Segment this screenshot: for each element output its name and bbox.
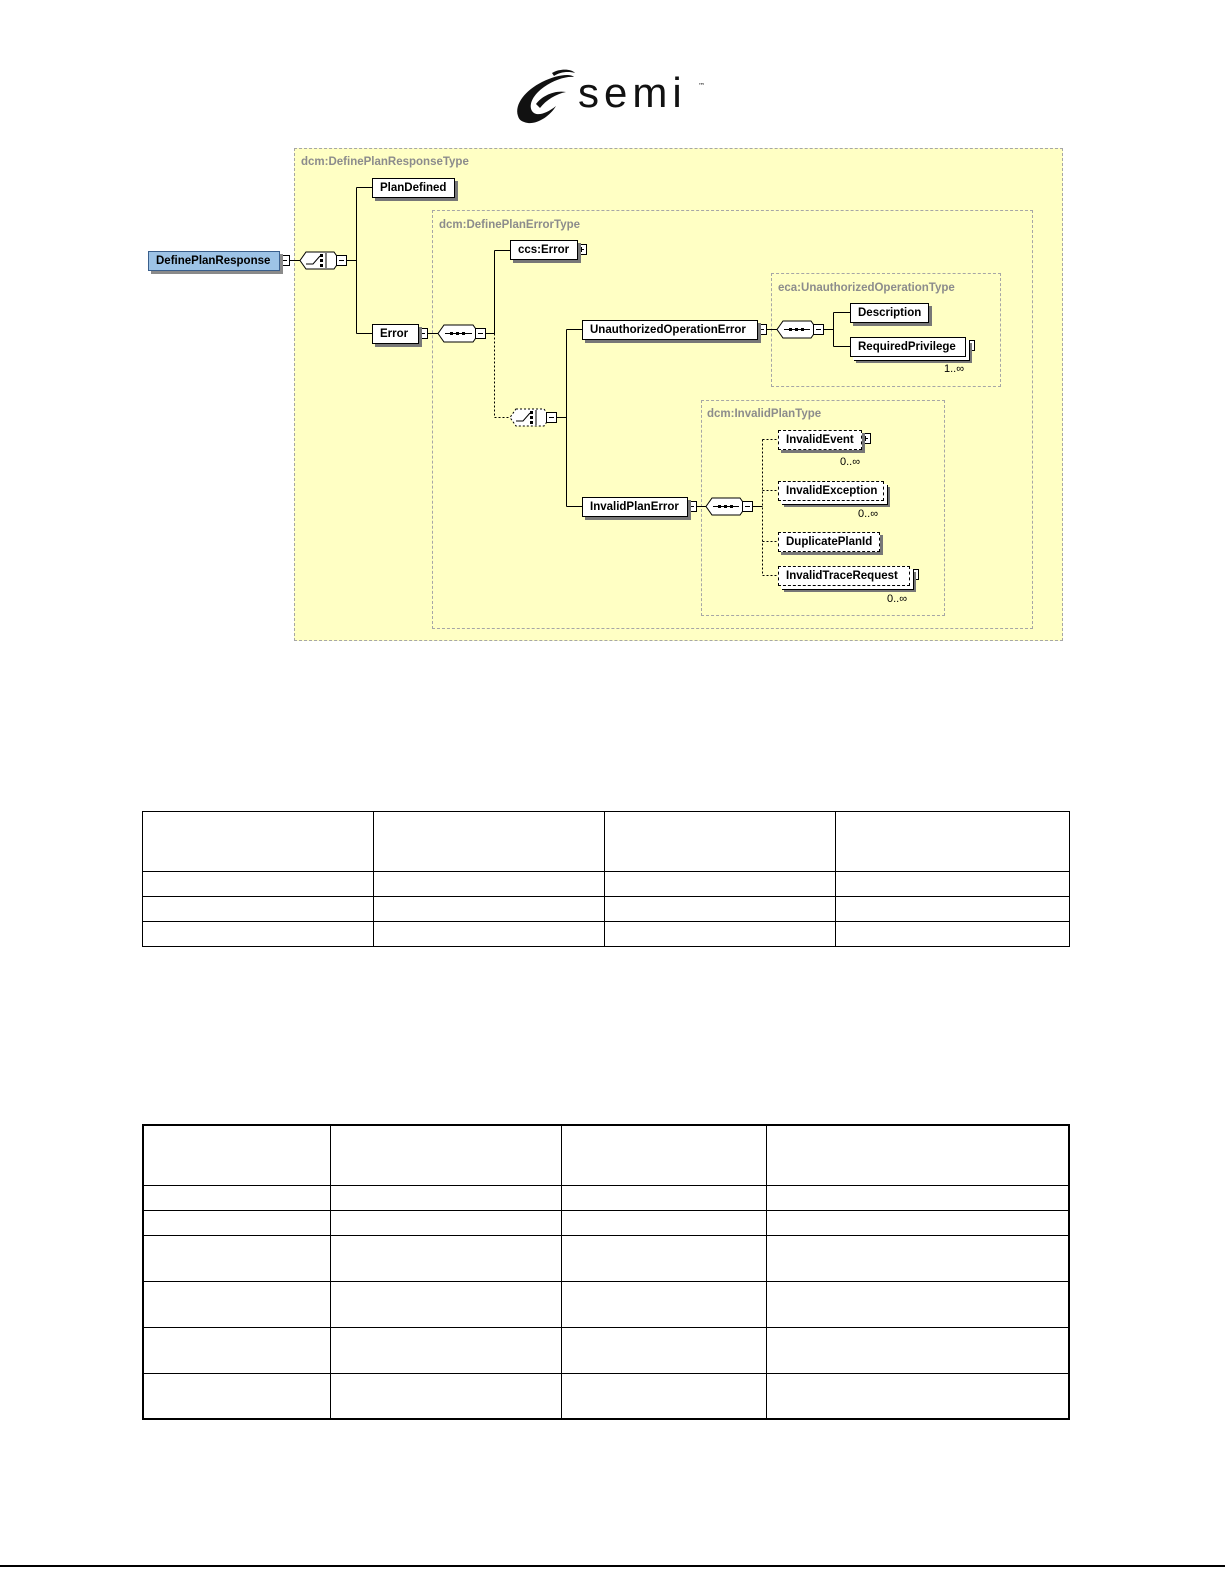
table-row	[142, 871, 1070, 897]
table-cell	[560, 1234, 767, 1282]
table-cell	[373, 921, 605, 947]
table-cell	[765, 1280, 1070, 1328]
table-cell	[373, 811, 605, 872]
table-cell	[560, 1184, 767, 1211]
table-row	[142, 896, 1070, 922]
element-unauthorized-operation-error[interactable]: UnauthorizedOperationError	[582, 320, 758, 340]
table-cell	[142, 896, 374, 922]
table-cell	[765, 1234, 1070, 1282]
table-cell	[142, 1372, 331, 1420]
cardinality-invalid-exception: 0..∞	[858, 508, 879, 520]
table-row	[142, 1280, 1070, 1328]
sequence-compositor-icon	[776, 320, 818, 339]
table-cell	[560, 1280, 767, 1328]
table-cell	[329, 1326, 562, 1374]
error-type-box	[432, 210, 1033, 629]
table-cell	[329, 1234, 562, 1282]
collapse-icon[interactable]	[279, 255, 824, 512]
table-row	[142, 921, 1070, 947]
table-cell	[142, 1234, 331, 1282]
footer-rule	[0, 1565, 1225, 1567]
element-error[interactable]: Error	[372, 324, 419, 344]
semi-logo: semi ™	[512, 68, 712, 124]
element-invalid-exception[interactable]: InvalidException	[778, 481, 884, 501]
logo-wordmark: semi	[578, 69, 687, 116]
root-element-define-plan-response[interactable]: DefinePlanResponse	[148, 251, 280, 271]
table-row	[142, 1326, 1070, 1374]
cardinality-invalid-event: 0..∞	[840, 456, 861, 468]
table-cell	[835, 811, 1070, 872]
table-row	[142, 1234, 1070, 1282]
table-cell	[560, 1124, 767, 1186]
response-type-box	[294, 148, 1063, 641]
table-cell	[142, 811, 374, 872]
table-cell	[604, 921, 836, 947]
schema-diagram: dcm:DefinePlanResponseType dcm:DefinePla…	[140, 140, 1075, 652]
table-cell	[142, 1326, 331, 1374]
table-cell	[835, 871, 1070, 897]
choice-compositor-icon	[299, 251, 341, 270]
table-row	[142, 1372, 1070, 1420]
table-cell	[142, 871, 374, 897]
diagram-connectors	[279, 187, 975, 580]
table-cell	[329, 1280, 562, 1328]
unauthorized-type-label: eca:UnauthorizedOperationType	[778, 282, 955, 294]
table-row	[142, 1184, 1070, 1211]
cardinality-invalid-trace-request: 0..∞	[887, 593, 908, 605]
cardinality-required-privilege: 1..∞	[944, 363, 965, 375]
table-cell	[329, 1209, 562, 1236]
table-header-row	[142, 811, 1070, 872]
element-ccs-error[interactable]: ccs:Error	[510, 240, 578, 260]
error-type-label: dcm:DefinePlanErrorType	[439, 219, 581, 231]
choice-compositor-icon	[509, 408, 551, 427]
invalid-plan-type-label: dcm:InvalidPlanType	[707, 408, 822, 420]
element-invalid-event[interactable]: InvalidEvent	[778, 430, 862, 450]
table-cell	[142, 1209, 331, 1236]
sequence-compositor-icon	[705, 497, 747, 516]
table-cell	[560, 1372, 767, 1420]
table-row	[142, 1209, 1070, 1236]
table-cell	[604, 871, 836, 897]
sequence-compositor-icon	[437, 324, 480, 343]
table-1	[142, 811, 1070, 947]
table-cell	[560, 1326, 767, 1374]
table-cell	[142, 1280, 331, 1328]
table-2	[142, 1124, 1070, 1420]
element-description[interactable]: Description	[850, 303, 929, 323]
semi-swoosh-icon	[517, 69, 575, 124]
table-cell	[373, 871, 605, 897]
element-invalid-trace-request[interactable]: InvalidTraceRequest	[778, 566, 910, 586]
table-cell	[142, 1124, 331, 1186]
table-cell	[604, 811, 836, 872]
table-header-row	[142, 1124, 1070, 1186]
logo-trademark: ™	[698, 82, 705, 90]
table-cell	[765, 1326, 1070, 1374]
element-plan-defined[interactable]: PlanDefined	[372, 178, 455, 198]
table-cell	[142, 921, 374, 947]
table-cell	[765, 1209, 1070, 1236]
table-cell	[604, 896, 836, 922]
table-cell	[835, 896, 1070, 922]
element-duplicate-plan-id[interactable]: DuplicatePlanId	[778, 532, 880, 552]
element-required-privilege[interactable]: RequiredPrivilege	[850, 337, 966, 357]
expand-icon[interactable]	[576, 244, 975, 580]
table-cell	[765, 1124, 1070, 1186]
table-cell	[329, 1124, 562, 1186]
table-cell	[329, 1372, 562, 1420]
invalid-plan-type-box	[701, 400, 945, 616]
table-cell	[835, 921, 1070, 947]
table-cell	[560, 1209, 767, 1236]
table-cell	[373, 896, 605, 922]
table-cell	[765, 1372, 1070, 1420]
table-cell	[765, 1184, 1070, 1211]
response-type-label: dcm:DefinePlanResponseType	[301, 156, 469, 168]
table-cell	[329, 1184, 562, 1211]
element-invalid-plan-error[interactable]: InvalidPlanError	[582, 497, 688, 517]
table-cell	[142, 1184, 331, 1211]
